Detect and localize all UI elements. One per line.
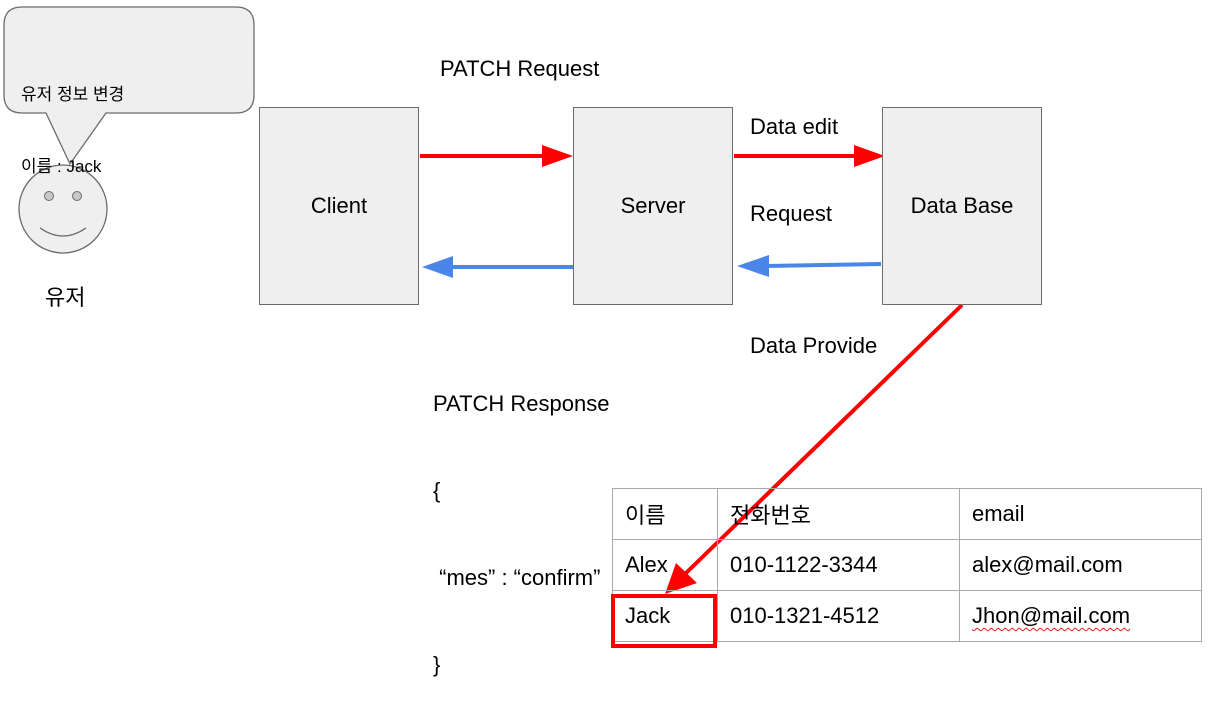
- header-email: email: [959, 488, 1202, 540]
- cell-email: alex@mail.com: [959, 539, 1202, 591]
- patch-response-line-1: PATCH Response: [433, 391, 610, 416]
- database-box: Data Base: [882, 107, 1042, 305]
- smiley-user-icon: [18, 164, 108, 254]
- patch-response-label: PATCH Response { “mes” : “confirm” }: [433, 331, 609, 708]
- data-edit-line-1: Data edit: [750, 114, 839, 139]
- cell-name: Jack: [612, 590, 718, 642]
- bubble-line-2: 이름 : Jack: [21, 157, 102, 176]
- arrow-server-to-database: [734, 145, 885, 167]
- table-row: Jack 010-1321-4512 Jhon@mail.com: [612, 590, 1202, 642]
- speech-bubble: [3, 6, 255, 166]
- patch-response-line-3: “mes” : “confirm”: [433, 565, 601, 590]
- user-label: 유저: [45, 285, 86, 310]
- cell-email: Jhon@mail.com: [959, 590, 1202, 642]
- arrow-client-to-server: [420, 145, 573, 167]
- cell-phone: 010-1321-4512: [717, 590, 960, 642]
- user-table: 이름 전화번호 email Alex 010-1122-3344 alex@ma…: [612, 488, 1202, 642]
- server-label: Server: [620, 193, 686, 218]
- database-label: Data Base: [910, 193, 1014, 218]
- bubble-line-1: 유저 정보 변경: [21, 85, 125, 104]
- patch-request-label: PATCH Request: [440, 56, 600, 81]
- cell-phone: 010-1122-3344: [717, 539, 960, 591]
- speech-bubble-text: 유저 정보 변경 이름 : Jack: [21, 35, 124, 203]
- table-header-row: 이름 전화번호 email: [612, 488, 1202, 540]
- patch-response-line-2: {: [433, 478, 441, 503]
- data-edit-request-label: Data edit Request: [750, 54, 838, 257]
- cell-email-text: Jhon@mail.com: [972, 603, 1131, 628]
- edited-record-highlight: [611, 594, 717, 648]
- client-box: Client: [259, 107, 419, 305]
- server-box: Server: [573, 107, 733, 305]
- data-edit-line-2: Request: [750, 201, 832, 226]
- client-label: Client: [310, 193, 368, 218]
- header-name: 이름: [612, 488, 718, 540]
- cell-name: Alex: [612, 539, 718, 591]
- diagram-graphics: [3, 6, 964, 594]
- header-phone: 전화번호: [717, 488, 960, 540]
- arrow-database-to-server: [737, 255, 882, 277]
- arrow-server-to-client: [422, 256, 575, 278]
- data-provide-label: Data Provide: [750, 333, 878, 358]
- table-row: Alex 010-1122-3344 alex@mail.com: [612, 539, 1202, 591]
